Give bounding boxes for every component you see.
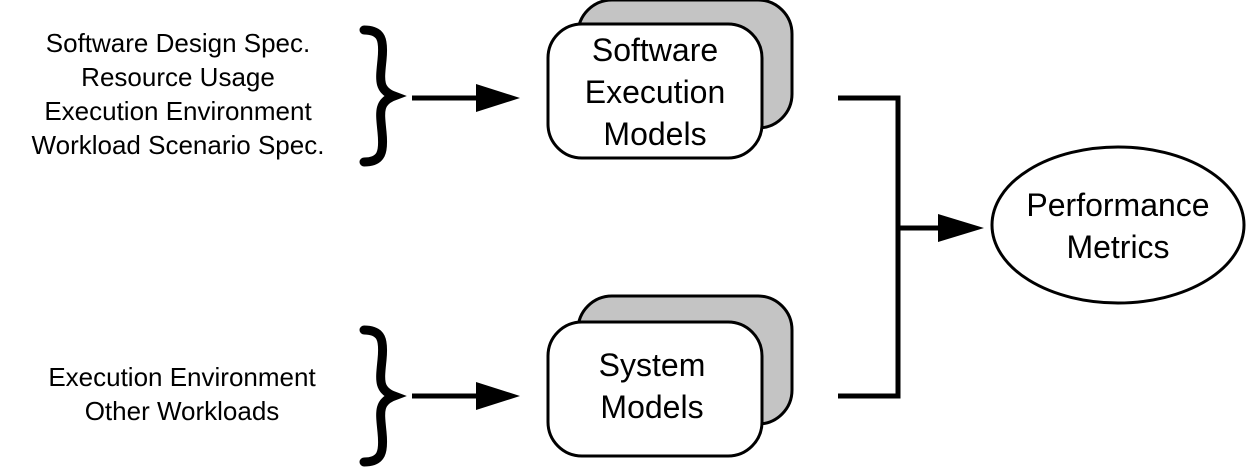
merge-connector: [838, 95, 984, 399]
performance-metrics-label: Performance: [1026, 187, 1209, 223]
bottom-input-line: Execution Environment: [48, 362, 316, 392]
software-execution-models-label: Execution: [585, 74, 726, 110]
system-models-label: Models: [600, 389, 703, 425]
software-execution-models-label: Models: [603, 116, 706, 152]
top-input-line: Execution Environment: [44, 96, 312, 126]
software-execution-models-label: Software: [592, 32, 718, 68]
software-execution-models-box: Software Execution Models: [546, 0, 794, 160]
system-models-front: [546, 320, 764, 458]
bottom-input-arrow: [412, 382, 520, 410]
performance-metrics-oval: Performance Metrics: [990, 145, 1246, 305]
top-input-line: Workload Scenario Spec.: [32, 130, 325, 160]
software-execution-models-front: [546, 22, 764, 160]
bottom-curly-brace: [359, 325, 407, 467]
performance-metrics-label: Metrics: [1066, 229, 1169, 265]
top-curly-brace: [359, 25, 407, 167]
bottom-input-line: Other Workloads: [85, 396, 280, 426]
top-input-line: Resource Usage: [81, 62, 275, 92]
top-inputs-group: Software Design Spec. Resource Usage Exe…: [32, 28, 325, 160]
top-input-arrow: [412, 84, 520, 112]
system-models-label: System: [599, 347, 706, 383]
top-input-line: Software Design Spec.: [46, 28, 310, 58]
bottom-inputs-group: Execution Environment Other Workloads: [48, 362, 316, 426]
system-models-box: System Models: [546, 294, 794, 458]
